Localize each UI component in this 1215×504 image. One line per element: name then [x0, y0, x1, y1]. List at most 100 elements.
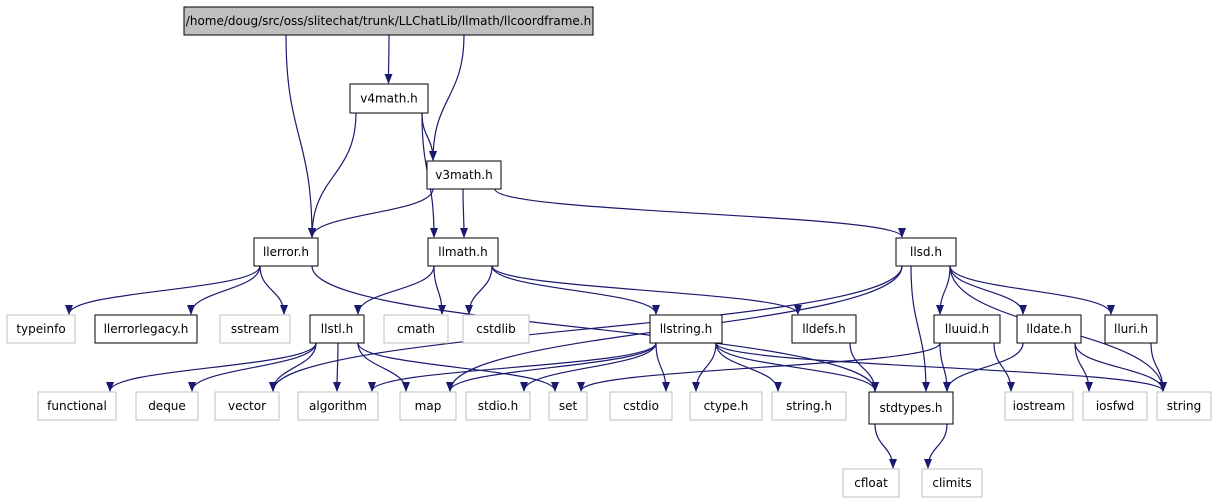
- edge-llstring-to-string: [715, 342, 1167, 392]
- node-label-llsd: llsd.h: [910, 245, 942, 259]
- node-label-iostream: iostream: [1013, 399, 1066, 413]
- node-box-lldefs: [791, 314, 857, 344]
- edge-llmath-to-llstl: [354, 265, 435, 315]
- node-label-set: set: [559, 399, 578, 413]
- node-box-typeinfo: [6, 314, 76, 344]
- node-box-ctypeh: [689, 391, 763, 421]
- node-box-vector: [214, 391, 280, 421]
- edge-llstl-to-algorithm: [333, 342, 342, 392]
- edge-llsd-to-lldate: [949, 265, 1027, 315]
- node-cmath: cmath: [383, 314, 449, 344]
- node-cstdlib: cstdlib: [462, 314, 530, 344]
- node-algorithm: algorithm: [297, 391, 379, 421]
- edge-llstring-to-stringh: [715, 342, 782, 392]
- edge-llstring-to-stdioh: [520, 342, 657, 392]
- node-box-cstdlib: [462, 314, 530, 344]
- node-box-v4math: [349, 83, 429, 114]
- node-llsd[interactable]: llsd.h: [895, 237, 957, 267]
- edge-v3math-to-llsd: [494, 188, 906, 238]
- node-set: set: [548, 391, 588, 421]
- node-label-root: /home/doug/src/oss/slitechat/trunk/LLCha…: [186, 14, 591, 28]
- node-box-llstring: [649, 314, 723, 344]
- node-lluuid[interactable]: lluuid.h: [933, 314, 1001, 344]
- edge-root-to-v4math: [384, 34, 393, 84]
- node-box-sstream: [219, 314, 291, 344]
- node-root: /home/doug/src/oss/slitechat/trunk/LLCha…: [183, 6, 594, 36]
- node-lldefs[interactable]: lldefs.h: [791, 314, 857, 344]
- node-box-llerrorlegacy: [94, 314, 198, 344]
- node-label-stdtypes: stdtypes.h: [879, 401, 942, 415]
- node-box-cstdio: [609, 391, 673, 421]
- node-box-cfloat: [842, 468, 900, 498]
- node-label-stdioh: stdio.h: [478, 399, 518, 413]
- node-label-sstream: sstream: [231, 322, 279, 336]
- node-box-stdioh: [465, 391, 531, 421]
- node-stringh: string.h: [771, 391, 847, 421]
- node-lluri[interactable]: lluri.h: [1104, 314, 1158, 344]
- node-deque: deque: [135, 391, 199, 421]
- edge-llerror-to-llerrorlegacy: [187, 265, 261, 315]
- node-box-string: [1156, 391, 1212, 421]
- edge-llsd-to-lluuid: [936, 265, 951, 315]
- edge-root-to-v3math: [429, 34, 465, 161]
- node-v3math[interactable]: v3math.h: [426, 160, 502, 190]
- node-box-lluuid: [933, 314, 1001, 344]
- node-iosfwd: iosfwd: [1082, 391, 1148, 421]
- node-box-llstl: [309, 314, 365, 344]
- edge-llstring-to-map: [446, 342, 657, 392]
- node-sstream: sstream: [219, 314, 291, 344]
- node-box-iosfwd: [1082, 391, 1148, 421]
- node-llerrorlegacy[interactable]: llerrorlegacy.h: [94, 314, 198, 344]
- node-label-cstdlib: cstdlib: [476, 322, 515, 336]
- edge-llstl-to-map: [357, 342, 410, 392]
- node-lldate[interactable]: lldate.h: [1016, 314, 1082, 344]
- edge-v4math-to-llerror: [308, 112, 357, 238]
- node-box-map: [399, 391, 457, 421]
- node-label-cfloat: cfloat: [854, 476, 888, 490]
- node-label-vector: vector: [228, 399, 266, 413]
- node-box-root: [183, 6, 594, 36]
- node-label-lluuid: lluuid.h: [945, 322, 989, 336]
- edge-lldefs-to-stdtypes: [849, 342, 879, 392]
- node-label-typeinfo: typeinfo: [16, 322, 65, 336]
- edge-lldate-to-stdtypes: [943, 342, 1024, 392]
- node-box-stringh: [771, 391, 847, 421]
- node-llstl[interactable]: llstl.h: [309, 314, 365, 344]
- node-box-deque: [135, 391, 199, 421]
- edge-llstring-to-cstdio: [655, 342, 670, 392]
- edge-llstring-to-ctypeh: [692, 342, 717, 392]
- node-label-deque: deque: [148, 399, 186, 413]
- edge-llstl-to-set: [357, 342, 559, 392]
- node-label-stringh: string.h: [786, 399, 832, 413]
- node-label-algorithm: algorithm: [309, 399, 367, 413]
- edge-lluri-to-string: [1150, 342, 1167, 392]
- node-label-map: map: [415, 399, 442, 413]
- edge-llerror-to-typeinfo: [65, 265, 261, 315]
- node-typeinfo: typeinfo: [6, 314, 76, 344]
- node-box-llerror: [253, 237, 319, 267]
- node-stdtypes[interactable]: stdtypes.h: [868, 391, 954, 425]
- node-box-climits: [921, 468, 983, 498]
- node-box-v3math: [426, 160, 502, 190]
- edge-llmath-to-lldefs: [491, 265, 802, 315]
- node-v4math[interactable]: v4math.h: [349, 83, 429, 114]
- node-llstring[interactable]: llstring.h: [649, 314, 723, 344]
- edge-llmath-to-llstring: [491, 265, 660, 315]
- node-llmath[interactable]: llmath.h: [427, 237, 499, 267]
- node-llerror[interactable]: llerror.h: [253, 237, 319, 267]
- node-label-lldate: lldate.h: [1026, 322, 1071, 336]
- node-label-v3math: v3math.h: [435, 168, 493, 182]
- node-box-set: [548, 391, 588, 421]
- node-label-v4math: v4math.h: [360, 92, 418, 106]
- node-label-llmath: llmath.h: [438, 245, 487, 259]
- node-cstdio: cstdio: [609, 391, 673, 421]
- edge-v3math-to-llmath: [459, 188, 468, 238]
- edge-llstring-to-stdtypes: [715, 342, 879, 392]
- node-map: map: [399, 391, 457, 421]
- edge-llstl-to-vector: [269, 342, 317, 392]
- edge-llmath-to-cmath: [433, 265, 446, 315]
- edge-llsd-to-lluri: [949, 265, 1115, 315]
- edge-lluuid-to-set: [577, 342, 941, 392]
- node-label-lluri: lluri.h: [1114, 322, 1148, 336]
- node-box-cmath: [383, 314, 449, 344]
